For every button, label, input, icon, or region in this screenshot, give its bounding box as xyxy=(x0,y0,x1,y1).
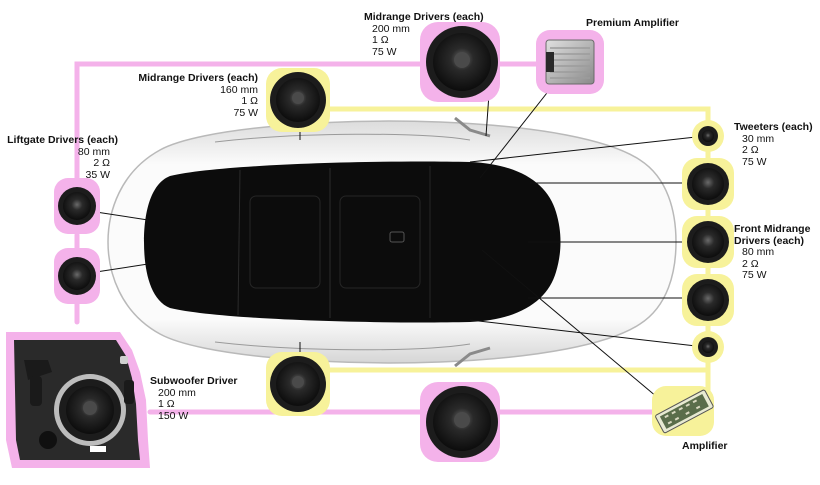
label-tweeters-title: Tweeters (each) xyxy=(734,121,813,133)
speaker-tweeter-front-right xyxy=(692,331,724,363)
subwoofer-enclosure xyxy=(6,332,150,468)
label-midrange-top: Midrange Drivers (each) 200 mm 1 Ω 75 W xyxy=(364,11,484,58)
speaker-liftgate-upper xyxy=(54,178,100,234)
label-amplifier: Amplifier xyxy=(682,440,728,453)
label-subwoofer-size: 200 mm xyxy=(158,386,196,399)
label-midrange-mid-size: 160 mm xyxy=(220,83,258,96)
speaker-front-midrange-3 xyxy=(682,274,734,326)
label-midrange-mid: Midrange Drivers (each) 160 mm 1 Ω 75 W xyxy=(130,72,258,119)
label-midrange-mid-impedance: 1 Ω xyxy=(241,95,258,107)
label-front-midrange-title-1: Front Midrange xyxy=(734,223,811,235)
speaker-liftgate-lower xyxy=(54,248,100,304)
speaker-tweeter-front-left xyxy=(692,120,724,152)
speaker-midrange-bottom-large xyxy=(420,382,500,462)
label-liftgate-size: 80 mm xyxy=(77,145,110,158)
speaker-front-midrange-2 xyxy=(682,216,734,268)
label-tweeters: Tweeters (each) 30 mm 2 Ω 75 W xyxy=(734,121,813,168)
label-midrange-top-title: Midrange Drivers (each) xyxy=(364,11,484,23)
label-front-midrange-size: 80 mm xyxy=(742,246,775,258)
label-midrange-top-power: 75 W xyxy=(372,45,397,58)
label-liftgate: Liftgate Drivers (each) 80 mm 2 Ω 35 W xyxy=(2,134,118,181)
label-subwoofer-impedance: 1 Ω xyxy=(158,398,175,410)
speaker-midrange-top xyxy=(420,22,500,102)
amplifier-unit xyxy=(652,386,714,436)
premium-amplifier-unit xyxy=(536,30,604,94)
label-subwoofer-power: 150 W xyxy=(158,409,189,422)
label-midrange-top-size: 200 mm xyxy=(372,22,410,35)
label-midrange-mid-power: 75 W xyxy=(233,106,258,119)
label-front-midrange-power: 75 W xyxy=(742,269,767,281)
label-liftgate-power: 35 W xyxy=(85,168,110,181)
label-midrange-mid-title: Midrange Drivers (each) xyxy=(138,72,258,84)
label-tweeters-power: 75 W xyxy=(742,155,767,168)
speaker-midrange-mid xyxy=(266,68,330,132)
label-tweeters-impedance: 2 Ω xyxy=(742,144,759,156)
label-premium-amplifier-title: Premium Amplifier xyxy=(586,17,679,29)
label-tweeters-size: 30 mm xyxy=(742,132,775,145)
glass-canopy xyxy=(144,161,561,323)
label-amplifier-title: Amplifier xyxy=(682,440,728,452)
label-premium-amplifier: Premium Amplifier xyxy=(586,17,679,30)
label-liftgate-title: Liftgate Drivers (each) xyxy=(7,134,118,146)
label-subwoofer-title: Subwoofer Driver xyxy=(150,375,238,387)
speaker-front-midrange-1 xyxy=(682,158,734,210)
label-midrange-top-impedance: 1 Ω xyxy=(372,34,389,46)
label-front-midrange: Front Midrange Drivers (each) 80 mm 2 Ω … xyxy=(734,223,811,282)
label-front-midrange-impedance: 2 Ω xyxy=(742,257,759,270)
label-front-midrange-title-2: Drivers (each) xyxy=(734,234,805,247)
label-liftgate-impedance: 2 Ω xyxy=(93,157,110,169)
label-subwoofer: Subwoofer Driver 200 mm 1 Ω 150 W xyxy=(150,375,238,422)
speaker-midrange-bottom-small xyxy=(266,352,330,416)
leader-lines xyxy=(95,69,697,419)
